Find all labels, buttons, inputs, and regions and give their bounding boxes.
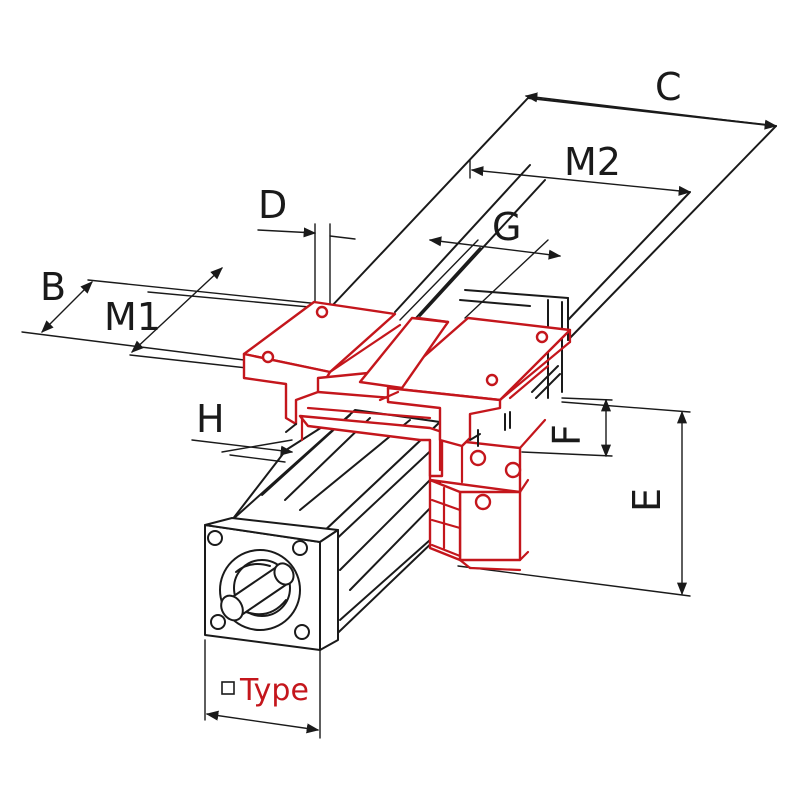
bolt-icon xyxy=(474,493,492,511)
label-m1: M1 xyxy=(104,295,161,339)
bolt-icon xyxy=(504,461,522,479)
end-cap xyxy=(204,517,339,651)
actuator-body xyxy=(231,409,441,651)
dimension-d: D xyxy=(257,183,356,311)
label-b: B xyxy=(40,265,66,309)
label-g: G xyxy=(492,205,521,249)
dimension-c: C xyxy=(524,65,778,130)
bolt-hole-icon xyxy=(485,373,499,387)
label-h: H xyxy=(196,397,225,441)
bolt-hole-icon xyxy=(315,305,329,319)
bolt-hole-icon xyxy=(261,350,275,364)
dimension-e: E xyxy=(457,401,691,597)
dimension-m1: M1 xyxy=(104,267,321,371)
screw-icon xyxy=(210,614,226,630)
shaft-icon xyxy=(220,562,295,622)
label-c: C xyxy=(655,65,682,109)
dimension-h: H xyxy=(191,397,294,463)
screw-icon xyxy=(292,540,308,556)
dimension-f: F xyxy=(521,397,613,458)
label-e: E xyxy=(625,488,669,512)
label-m2: M2 xyxy=(564,140,621,184)
rail-slot-details xyxy=(285,365,561,447)
screw-icon xyxy=(207,530,223,546)
shaft-housing xyxy=(219,549,301,631)
label-d: D xyxy=(258,183,287,227)
checkbox-icon xyxy=(221,681,235,695)
dimension-type: Type xyxy=(204,639,321,739)
dimension-b: B xyxy=(21,265,321,363)
carriage-assembly xyxy=(242,300,572,572)
dimension-m2: M2 xyxy=(469,140,692,196)
label-f: F xyxy=(545,424,589,446)
screw-icon xyxy=(294,624,310,640)
bolt-hole-icon xyxy=(535,330,549,344)
bolt-icon xyxy=(469,449,487,467)
dimension-g: G xyxy=(399,205,562,321)
label-type: Type xyxy=(239,673,309,708)
